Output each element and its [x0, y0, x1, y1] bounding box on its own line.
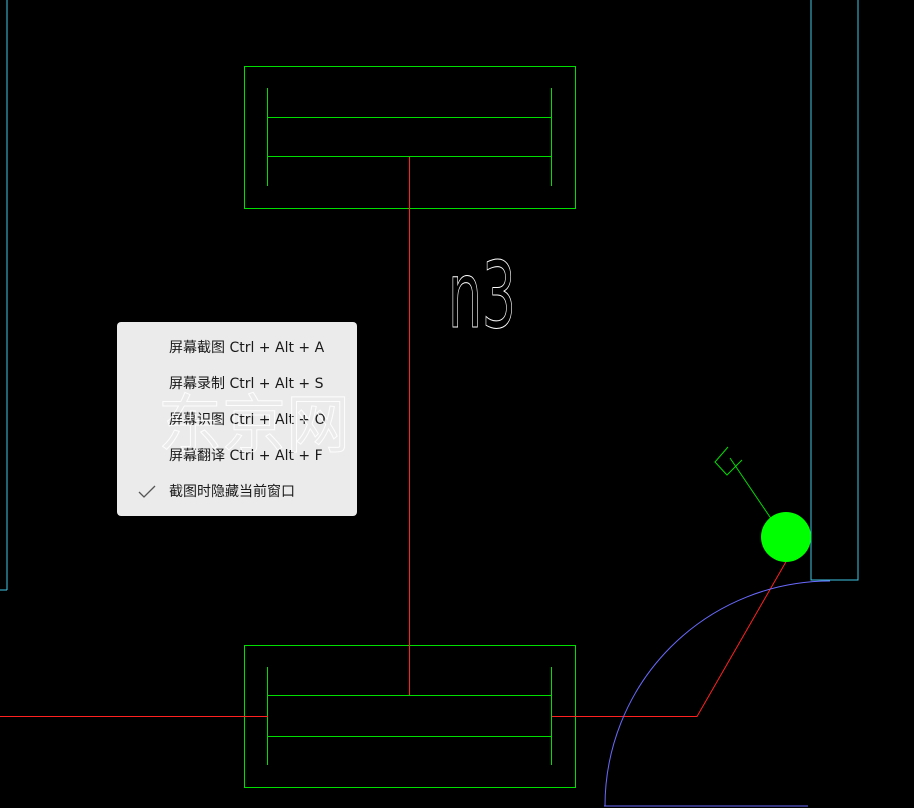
menu-item-hide-window-on-capture[interactable]: 截图时隐藏当前窗口 [117, 474, 357, 510]
menu-item-screen-recognize[interactable]: 屏幕识图 Ctrl + Alt + O [117, 402, 357, 438]
selected-node-dot[interactable] [761, 512, 811, 562]
right-wall-inner-line [810, 0, 830, 581]
screenshot-context-menu: 屏幕截图 Ctrl + Alt + A 屏幕录制 Ctrl + Alt + S … [117, 322, 357, 516]
leader-tick-mark [714, 446, 743, 476]
menu-item-label: 屏幕截图 Ctrl + Alt + A [169, 340, 325, 356]
menu-item-label: 屏幕翻译 Ctrl + Alt + F [169, 448, 323, 464]
right-wire-line[interactable] [552, 559, 788, 717]
menu-item-label: 屏幕录制 Ctrl + Alt + S [169, 376, 324, 392]
menu-item-screen-translate[interactable]: 屏幕翻译 Ctrl + Alt + F [117, 438, 357, 474]
leader-line [729, 457, 773, 521]
menu-item-screen-record[interactable]: 屏幕录制 Ctrl + Alt + S [117, 366, 357, 402]
checkmark-icon [137, 474, 157, 510]
menu-item-screenshot[interactable]: 屏幕截图 Ctrl + Alt + A [117, 330, 357, 366]
menu-item-label: 屏幕识图 Ctrl + Alt + O [169, 412, 326, 428]
menu-item-label: 截图时隐藏当前窗口 [169, 484, 295, 500]
right-wall-outer-line [830, 0, 859, 581]
room-label-text[interactable]: n3 [448, 242, 517, 350]
door-swing-arc[interactable] [604, 580, 831, 807]
